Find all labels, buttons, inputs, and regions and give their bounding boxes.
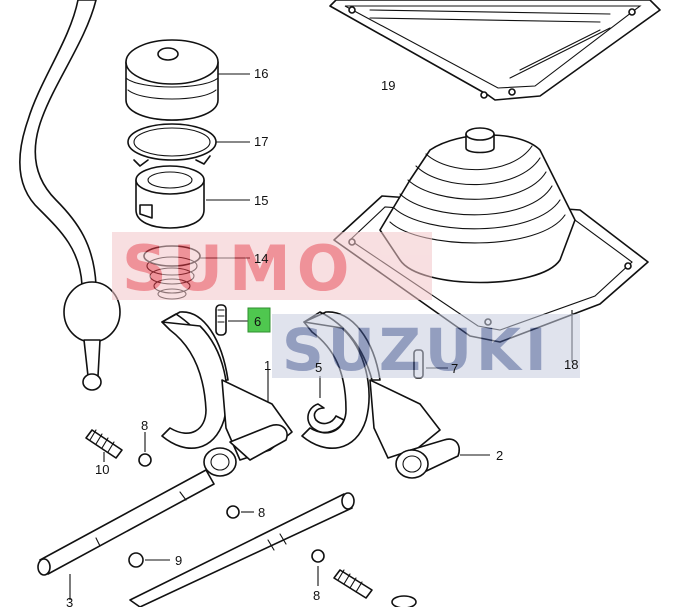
- part-19-cover-plate: [329, 0, 661, 101]
- label-part-3: 3: [66, 595, 73, 607]
- label-part-8-lower: 8: [313, 588, 320, 603]
- label-part-19: 19: [381, 78, 395, 93]
- label-part-1: 1: [264, 358, 271, 373]
- part-16-boot: [125, 39, 250, 121]
- label-part-8-middle: 8: [258, 505, 265, 520]
- highlight-box-part-6: [247, 307, 271, 333]
- spring-lower-right: [333, 569, 373, 599]
- part-1-shift-fork: [161, 311, 293, 477]
- part-9-ball: [128, 552, 170, 568]
- svg-text:SUZUKI: SUZUKI: [282, 316, 551, 384]
- part-17-ring: [127, 123, 250, 167]
- part-8-ball-upper: [138, 432, 152, 467]
- svg-text:SUMO: SUMO: [122, 232, 355, 305]
- label-part-7: 7: [451, 361, 458, 376]
- part-3-shaft: [37, 469, 215, 600]
- part-6-pin: [215, 304, 248, 336]
- label-part-9: 9: [175, 553, 182, 568]
- label-part-14: 14: [254, 251, 268, 266]
- label-part-18: 18: [564, 357, 578, 372]
- part-8-ball-middle: [226, 505, 254, 519]
- gear-shift-lever: [19, 0, 121, 391]
- label-part-5: 5: [315, 360, 322, 375]
- shift-shaft-lower: [129, 492, 355, 607]
- part-8-ball-lower: [311, 549, 325, 586]
- part-5-circlip: [307, 376, 345, 434]
- label-part-17: 17: [254, 134, 268, 149]
- part-10-spring: [85, 429, 123, 462]
- label-part-15: 15: [254, 193, 268, 208]
- label-part-6: 6: [254, 314, 261, 329]
- label-part-10: 10: [95, 462, 109, 477]
- label-part-16: 16: [254, 66, 268, 81]
- label-part-8-upper: 8: [141, 418, 148, 433]
- part-15-cup: [135, 165, 250, 229]
- sumo-suzuki-watermark: SUMO SUZUKI: [112, 232, 580, 384]
- label-part-2: 2: [496, 448, 503, 463]
- bolt-lower-right: [391, 595, 417, 607]
